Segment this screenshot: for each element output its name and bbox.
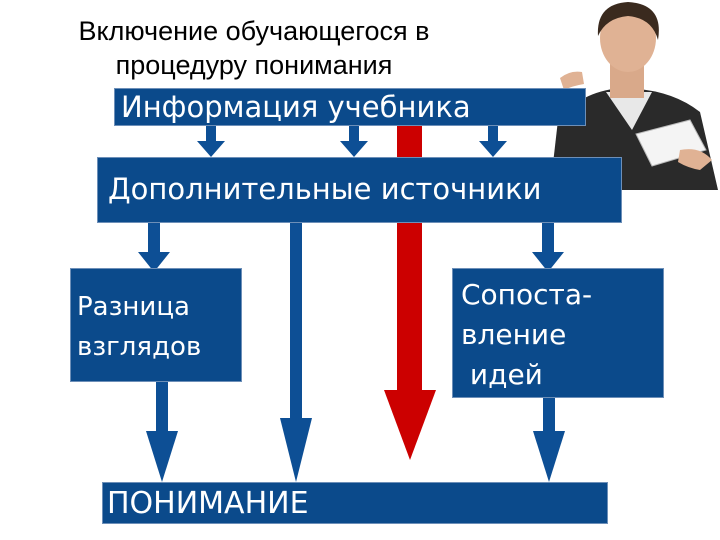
box-difference-of-views: Разница взглядов (70, 268, 242, 382)
box-comparison-of-ideas-label: Сопоста- вление идей (461, 275, 592, 395)
box-additional-sources: Дополнительные источники (97, 157, 622, 223)
box-textbook-info: Информация учебника (114, 88, 586, 126)
arrow-extra-to-compare (532, 223, 564, 272)
arrow-extra-to-diff (138, 223, 170, 272)
arrow-info-1 (197, 126, 225, 157)
box-textbook-info-label: Информация учебника (121, 90, 471, 124)
arrow-info-3 (479, 126, 507, 157)
compare-line-2: вление (461, 318, 567, 351)
slide-title: Включение обучающегося в процедуру поним… (34, 14, 474, 82)
box-difference-of-views-label: Разница взглядов (77, 287, 201, 367)
arrow-extra-to-understanding (280, 223, 312, 482)
compare-line-3: идей (461, 358, 543, 391)
diff-line-2: взглядов (77, 332, 202, 362)
arrow-diff-to-understanding (146, 382, 178, 482)
box-additional-sources-label: Дополнительные источники (108, 172, 542, 206)
diff-line-1: Разница (77, 292, 190, 322)
title-line-1: Включение обучающегося в (78, 16, 430, 46)
arrow-compare-to-understanding (533, 398, 565, 482)
compare-line-1: Сопоста- (461, 278, 593, 311)
box-understanding: ПОНИМАНИЕ (102, 482, 608, 524)
arrow-info-2 (340, 126, 368, 157)
box-understanding-label: ПОНИМАНИЕ (107, 486, 309, 521)
title-line-2: процедуру понимания (115, 50, 393, 80)
box-comparison-of-ideas: Сопоста- вление идей (452, 268, 664, 398)
